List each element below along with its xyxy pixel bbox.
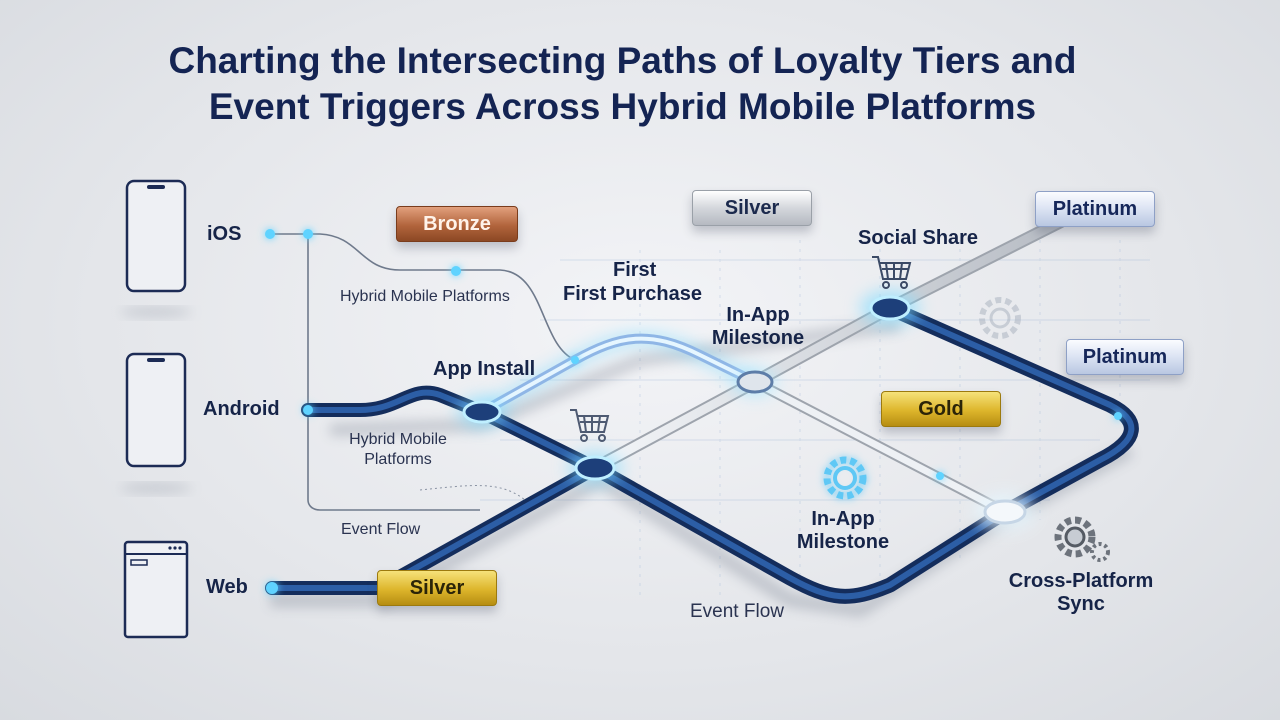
annotation-hybrid-platforms-2: Hybrid Mobile Platforms xyxy=(342,430,454,470)
page-title: Charting the Intersecting Paths of Loyal… xyxy=(0,38,1245,130)
title-line-1: Charting the Intersecting Paths of Loyal… xyxy=(168,40,1077,81)
shopping-cart-icon xyxy=(570,409,610,442)
tier-badge-platinum-mid[interactable]: Platinum xyxy=(1066,339,1184,375)
event-in-app-milestone-top-label: In-App Milestone xyxy=(708,304,808,350)
background-grid xyxy=(480,240,1150,600)
platform-web-label: Web xyxy=(206,576,248,598)
annotation-event-flow-1: Event Flow xyxy=(341,521,421,538)
gray-tracks xyxy=(588,215,1067,518)
platform-ios-label: iOS xyxy=(207,223,242,245)
annotation-hybrid-line-1: Hybrid Mobile xyxy=(349,431,447,448)
track-nodes xyxy=(456,290,1035,530)
ios-connectors xyxy=(270,233,576,511)
shopping-cart-icon xyxy=(872,256,912,289)
tier-badge-gold[interactable]: Gold xyxy=(881,391,1001,427)
node-central-junction[interactable] xyxy=(567,451,623,485)
ios-dotted-trail xyxy=(419,485,526,501)
node-social-share[interactable] xyxy=(860,290,920,326)
event-in-app-milestone-top-line-2: Milestone xyxy=(711,327,805,349)
gear-icon xyxy=(979,297,1021,339)
connector-dots xyxy=(265,229,1122,594)
tier-badge-silver-bottom[interactable]: Silver xyxy=(377,570,497,606)
annotation-hybrid-line-2: Platforms xyxy=(364,451,432,468)
annotation-event-flow-2: Event Flow xyxy=(690,601,784,622)
tier-badge-bronze[interactable]: Bronze xyxy=(396,206,518,242)
title-line-2: Event Triggers Across Hybrid Mobile Plat… xyxy=(208,86,1037,127)
event-cross-platform-sync-line-1: Cross-Platform xyxy=(1008,570,1154,592)
annotation-hybrid-platforms: Hybrid Mobile Platforms xyxy=(340,288,510,305)
node-in-app-milestone[interactable] xyxy=(731,367,779,397)
event-in-app-milestone-top-line-1: In-App xyxy=(726,304,790,326)
event-in-app-milestone-bottom-label: In-App Milestone xyxy=(793,508,893,554)
event-cross-platform-sync-line-2: Sync xyxy=(1057,593,1105,615)
glow-track xyxy=(475,331,762,419)
event-in-app-milestone-bottom-line-1: In-App xyxy=(811,508,875,530)
tier-badge-silver-top[interactable]: Silver xyxy=(692,190,812,226)
phone-icon xyxy=(125,179,187,293)
platform-android-label: Android xyxy=(203,398,280,420)
event-app-install-label: App Install xyxy=(433,358,536,380)
event-in-app-milestone-bottom-line-2: Milestone xyxy=(796,531,890,553)
event-first-purchase-label: First Purchase xyxy=(563,283,702,305)
browser-icon xyxy=(123,540,189,639)
event-cross-platform-sync-label: Cross-Platform Sync xyxy=(1003,570,1159,616)
gear-icon xyxy=(1090,542,1110,562)
node-app-install[interactable] xyxy=(456,396,508,428)
node-cross-platform-sync[interactable] xyxy=(975,494,1035,530)
event-social-share-label: Social Share xyxy=(858,227,979,249)
phone-icon xyxy=(125,352,187,468)
gear-icon xyxy=(823,456,867,500)
gear-icon xyxy=(1054,516,1096,558)
event-first-label: First xyxy=(613,259,657,281)
tier-badge-platinum-top[interactable]: Platinum xyxy=(1035,191,1155,227)
